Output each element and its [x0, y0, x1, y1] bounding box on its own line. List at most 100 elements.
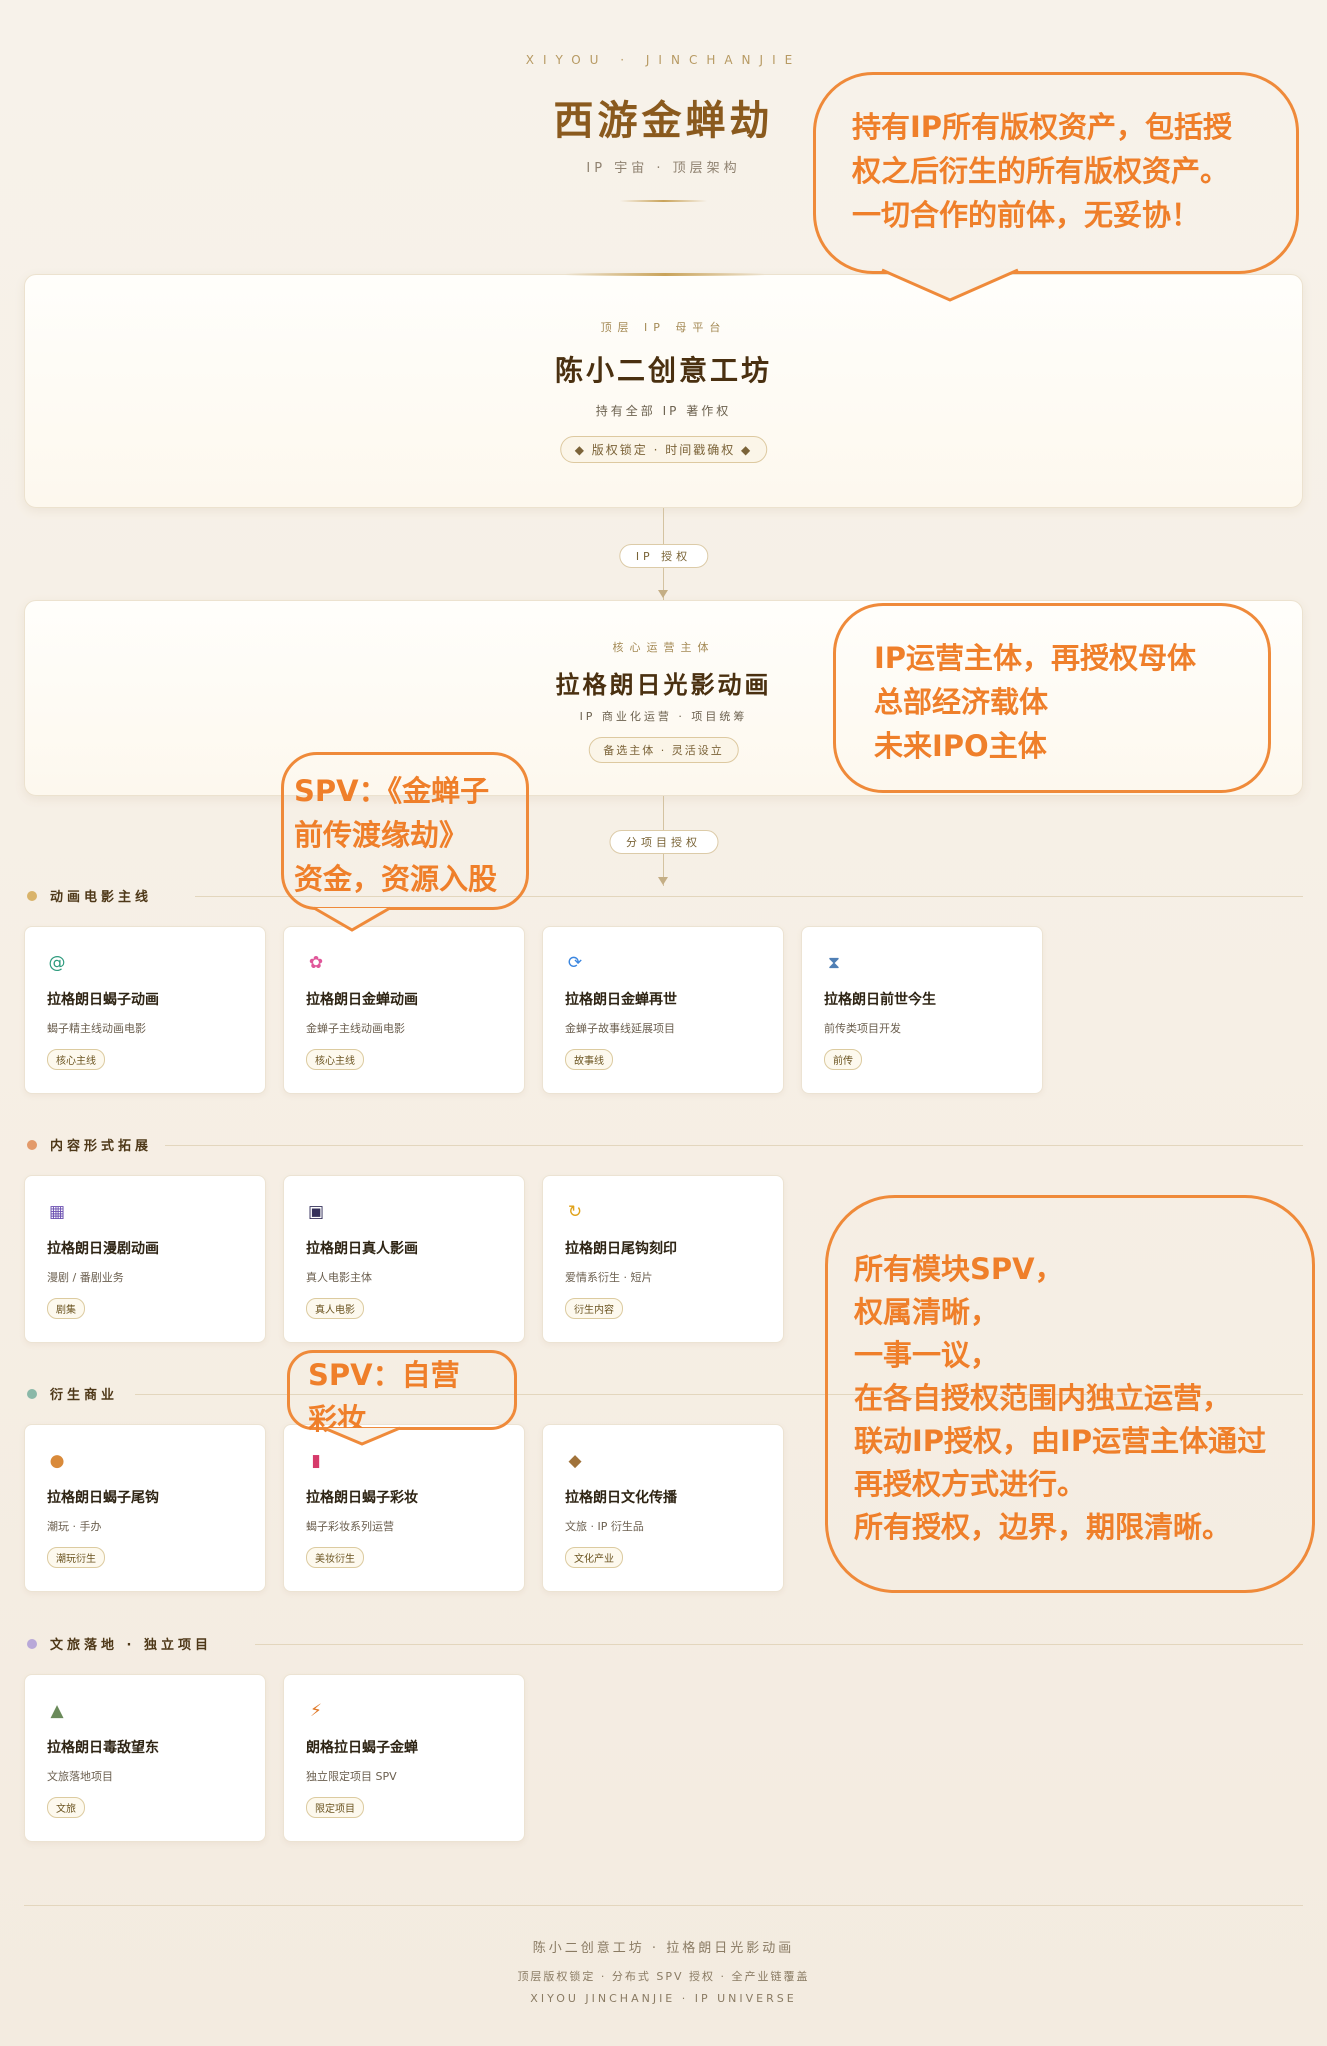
section-dot [27, 891, 37, 901]
footer-divider [24, 1905, 1303, 1906]
mid-panel-title: 拉格朗日光影动画 [555, 671, 772, 699]
clapperboard-icon: ▦ [48, 1202, 66, 1222]
bubble-tail [313, 906, 391, 932]
section-header: 内容形式拓展 [24, 1135, 1303, 1155]
card-title: 拉格朗日蝎子尾钩 [47, 1490, 159, 1506]
cycle-icon: ⟳ [567, 953, 583, 973]
section-label: 文旅落地 · 独立项目 [50, 1638, 212, 1653]
connector-ip-license: IP 授权 [618, 544, 709, 568]
movie-camera-icon: ▣ [307, 1202, 325, 1222]
project-card[interactable]: ▲拉格朗日毒敌望东文旅落地项目文旅 [24, 1674, 266, 1842]
card-title: 拉格朗日尾钩刻印 [565, 1241, 677, 1257]
card-title: 拉格朗日金蝉再世 [565, 992, 677, 1008]
project-card[interactable]: @ 拉格朗日蝎子动画蝎子精主线动画电影核心主线 [24, 926, 266, 1094]
card-description: 独立限定项目 SPV [306, 1770, 397, 1783]
card-title: 拉格朗日蝎子彩妆 [306, 1490, 418, 1506]
card-description: 文旅 · IP 衍生品 [565, 1520, 644, 1533]
section-dot [27, 1639, 37, 1649]
section-header: 衍生商业 [24, 1384, 1303, 1404]
card-description: 金蝉子主线动画电影 [306, 1022, 405, 1035]
card-tag: 文旅 [47, 1797, 85, 1818]
top-panel-kicker: 顶层 IP 母平台 [600, 321, 727, 334]
bubble-tail [323, 1426, 401, 1446]
card-title: 拉格朗日毒敌望东 [47, 1740, 159, 1756]
card-tag: 文化产业 [565, 1547, 623, 1568]
card-description: 金蝉子故事线延展项目 [565, 1022, 675, 1035]
card-tag: 限定项目 [306, 1797, 364, 1818]
footer-line-3: XIYOU JINCHANJIE · IP UNIVERSE [530, 1992, 797, 2005]
project-card[interactable]: ▣拉格朗日真人影画真人电影主体真人电影 [283, 1175, 525, 1343]
card-tag: 剧集 [47, 1298, 85, 1319]
spiral-icon: @ [48, 953, 66, 973]
header-kicker: XIYOU · JINCHANJIE [525, 53, 802, 67]
section-label: 动画电影主线 [50, 890, 153, 905]
card-description: 漫剧 / 番剧业务 [47, 1271, 124, 1284]
card-description: 潮玩 · 手办 [47, 1520, 102, 1533]
project-card[interactable]: ▮拉格朗日蝎子彩妆蝎子彩妆系列运营美妆衍生 [283, 1424, 525, 1592]
lightning-icon: ⚡ [310, 1701, 322, 1721]
card-description: 前传类项目开发 [824, 1022, 901, 1035]
annotation-bubble-5: SPV：自营 彩妆 [287, 1350, 517, 1436]
annotation-text-4: 所有模块SPV， 权属清晰， 一事一议， 在各自授权范围内独立运营， 联动IP授… [854, 1252, 1267, 1544]
mid-panel-badge: 备选主体 · 灵活设立 [588, 737, 739, 763]
card-description: 文旅落地项目 [47, 1770, 113, 1783]
project-card[interactable]: ✿拉格朗日金蝉动画金蝉子主线动画电影核心主线 [283, 926, 525, 1094]
project-card[interactable]: ⚡ 朗格拉日蝎子金蝉独立限定项目 SPV 限定项目 [283, 1674, 525, 1842]
card-title: 拉格朗日漫剧动画 [47, 1241, 159, 1257]
annotation-bubble-3: SPV：《金蝉子 前传渡缘劫》 资金，资源入股 [281, 752, 529, 910]
section-rule [135, 1394, 1303, 1395]
title-divider [620, 200, 707, 202]
project-card[interactable]: ◆ 拉格朗日文化传播文旅 · IP 衍生品文化产业 [542, 1424, 784, 1592]
core-operator-panel: 核心运营主体 拉格朗日光影动画 IP 商业化运营 · 项目统筹 备选主体 · 灵… [24, 600, 1303, 796]
annotation-text-1: 持有IP所有版权资产，包括授 权之后衍生的所有版权资产。 一切合作的前体，无妥协… [852, 110, 1233, 232]
section-label: 内容形式拓展 [50, 1139, 153, 1154]
bubble-tail [881, 268, 1019, 302]
top-panel-badge: ◆ 版权锁定 · 时间戳确权 ◆ [559, 436, 768, 463]
connector-project-license: 分项目授权 [609, 830, 718, 854]
card-tag: 潮玩衍生 [47, 1547, 105, 1568]
project-card[interactable]: ↻ 拉格朗日尾钩刻印爱情系衍生 · 短片衍生内容 [542, 1175, 784, 1343]
footer-line-2: 顶层版权锁定 · 分布式 SPV 授权 · 全产业链覆盖 [517, 1970, 810, 1983]
scorpion-tail-icon: ↻ [567, 1202, 583, 1222]
annotation-bubble-1: 持有IP所有版权资产，包括授 权之后衍生的所有版权资产。 一切合作的前体，无妥协… [813, 72, 1299, 274]
annotation-bubble-2: IP运营主体，再授权母体 总部经济载体 未来IPO主体 [833, 603, 1271, 793]
section-header: 动画电影主线 [24, 886, 1303, 906]
card-title: 拉格朗日文化传播 [565, 1490, 677, 1506]
top-panel-title: 陈小二创意工坊 [554, 354, 772, 387]
project-card[interactable]: ⧗ 拉格朗日前世今生前传类项目开发前传 [801, 926, 1043, 1094]
top-platform-panel: 顶层 IP 母平台 陈小二创意工坊 持有全部 IP 著作权 ◆ 版权锁定 · 时… [24, 273, 1303, 508]
card-tag: 前传 [824, 1049, 862, 1070]
section-rule [165, 1145, 1303, 1146]
connector-arrow [658, 590, 668, 598]
project-card[interactable]: ● 拉格朗日蝎子尾钩潮玩 · 手办潮玩衍生 [24, 1424, 266, 1592]
section-dot [27, 1389, 37, 1399]
annotation-text-3: SPV：《金蝉子 前传渡缘劫》 资金，资源入股 [294, 774, 498, 896]
card-tag: 真人电影 [306, 1298, 364, 1319]
lipstick-icon: ▮ [311, 1451, 321, 1471]
footer-line-1: 陈小二创意工坊 · 拉格朗日光影动画 [532, 1941, 795, 1956]
teddy-bear-icon: ● [49, 1451, 65, 1471]
card-tag: 核心主线 [47, 1049, 105, 1070]
project-card[interactable]: ▦ 拉格朗日漫剧动画漫剧 / 番剧业务剧集 [24, 1175, 266, 1343]
card-title: 拉格朗日蝎子动画 [47, 992, 159, 1008]
card-tag: 衍生内容 [565, 1298, 623, 1319]
annotation-text-2: IP运营主体，再授权母体 总部经济载体 未来IPO主体 [874, 641, 1197, 763]
card-description: 爱情系衍生 · 短片 [565, 1271, 653, 1284]
section-rule [255, 1644, 1303, 1645]
hourglass-icon: ⧗ [828, 953, 840, 973]
page-title: 西游金蝉劫 [553, 98, 774, 144]
page-subtitle: IP 宇宙 · 顶层架构 [586, 161, 741, 176]
card-description: 真人电影主体 [306, 1271, 372, 1284]
top-panel-desc: 持有全部 IP 著作权 [595, 404, 732, 418]
mid-panel-kicker: 核心运营主体 [612, 641, 715, 654]
connector-arrow [658, 877, 668, 885]
card-tag: 美妆衍生 [306, 1547, 364, 1568]
card-title: 拉格朗日前世今生 [824, 992, 936, 1008]
lotus-icon: ✿ [308, 953, 324, 973]
card-title: 拉格朗日金蝉动画 [306, 992, 418, 1008]
project-card[interactable]: ⟳拉格朗日金蝉再世金蝉子故事线延展项目故事线 [542, 926, 784, 1094]
card-description: 蝎子精主线动画电影 [47, 1022, 146, 1035]
section-rule [195, 896, 1303, 897]
package-icon: ◆ [568, 1451, 582, 1471]
card-title: 朗格拉日蝎子金蝉 [306, 1740, 418, 1756]
